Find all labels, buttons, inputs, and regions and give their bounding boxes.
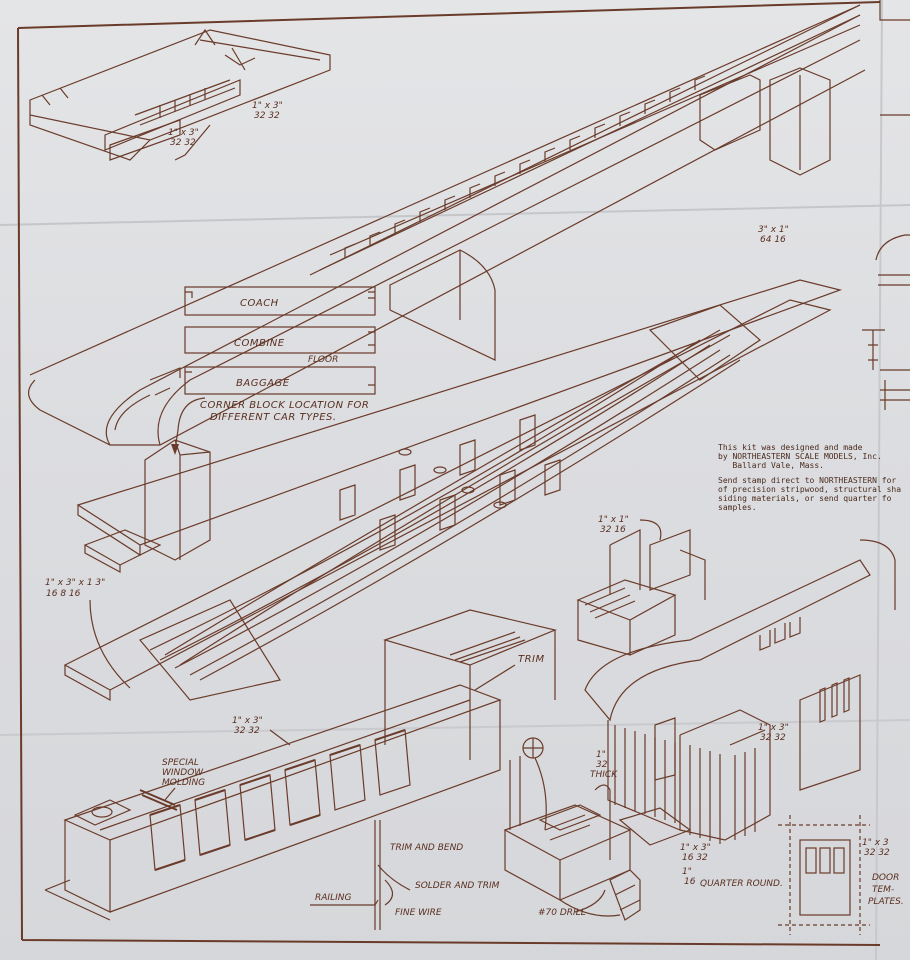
note-line-4: Send stamp direct to NORTHEASTERN for xyxy=(718,476,897,485)
label-baggage: BAGGAGE xyxy=(236,378,290,389)
label-trim: TRIM xyxy=(518,654,545,665)
label-door-2: TEM- xyxy=(872,885,894,895)
vestibule-assembly xyxy=(584,539,896,846)
fold-line xyxy=(875,0,883,960)
label-solder-and-trim: SOLDER AND TRIM xyxy=(415,881,500,891)
label-railing: RAILING xyxy=(315,893,351,903)
dim-label-1b: 32 32 xyxy=(254,111,280,121)
dim-label-10: 1" xyxy=(682,867,692,877)
dim-label-6: 1" x 3" xyxy=(232,716,263,726)
label-floor: FLOOR xyxy=(308,355,338,365)
label-special-1: SPECIAL xyxy=(162,758,199,768)
seat-detail xyxy=(576,529,706,656)
right-edge-details xyxy=(862,0,910,410)
note-line-2: by NORTHEASTERN SCALE MODELS, Inc. xyxy=(718,452,882,461)
dim-label-2: 1" x 3" xyxy=(168,128,199,138)
dim-label-7: 1" x 3" xyxy=(758,723,789,733)
label-thick: THICK xyxy=(590,770,618,780)
leader-line xyxy=(474,664,516,691)
dim-label-11: 1" x 3 xyxy=(862,838,889,848)
note-line-7: samples. xyxy=(718,503,757,512)
dim-label-10b: 16 xyxy=(684,877,696,887)
railing-detail xyxy=(310,820,411,930)
note-line-1: This kit was designed and made xyxy=(718,443,863,452)
leader-line xyxy=(174,397,206,451)
leader-line xyxy=(269,729,291,746)
dim-label-8b: 32 xyxy=(596,760,608,770)
label-drill: #70 DRILL xyxy=(538,908,586,918)
label-coach: COACH xyxy=(240,298,279,309)
note-line-3: Ballard Vale, Mass. xyxy=(718,461,824,470)
dim-label-4: 1" x 3" x 1 3" xyxy=(45,578,105,588)
leader-line xyxy=(89,599,131,689)
platform-steps xyxy=(503,737,641,921)
leader-line xyxy=(174,124,211,161)
dim-label-3: 3" x 1" xyxy=(758,225,789,235)
label-special-3: MOLDING xyxy=(162,778,205,788)
label-door-1: DOOR xyxy=(872,873,899,883)
leader-line xyxy=(574,889,606,913)
note-line-5: of precision stripwood, structural sha xyxy=(718,485,902,494)
dim-label-11b: 32 32 xyxy=(864,848,890,858)
label-door-3: PLATES. xyxy=(868,897,904,907)
dim-label-4b: 16 8 16 xyxy=(46,589,81,599)
dim-label-3b: 64 16 xyxy=(760,235,786,245)
roof-end-detail xyxy=(29,28,331,161)
label-corner-block-1: CORNER BLOCK LOCATION FOR xyxy=(200,400,369,411)
dim-label-9: 1" x 3" xyxy=(680,843,711,853)
dim-label-7b: 32 32 xyxy=(760,733,786,743)
dim-label-1: 1" x 3" xyxy=(252,101,283,111)
fold-line xyxy=(0,719,910,736)
underframe-truss xyxy=(63,299,832,702)
fold-line xyxy=(0,204,910,226)
label-quarter-round: QUARTER ROUND. xyxy=(700,879,783,889)
window-frame-strip xyxy=(44,684,502,921)
label-combine: COMBINE xyxy=(234,338,285,349)
door-templates xyxy=(778,815,870,935)
dim-label-8: 1" xyxy=(596,750,606,760)
label-corner-block-2: DIFFERENT CAR TYPES. xyxy=(210,412,337,423)
dim-label-6b: 32 32 xyxy=(234,726,260,736)
note-line-6: siding materials, or send quarter fo xyxy=(718,494,892,503)
label-special-2: WINDOW xyxy=(162,768,204,778)
car-type-boxes xyxy=(184,286,376,395)
dim-label-2b: 32 32 xyxy=(170,138,196,148)
floor-assembly xyxy=(76,279,843,574)
dim-label-5b: 32 16 xyxy=(600,525,626,535)
label-trim-and-bend: TRIM AND BEND xyxy=(390,843,463,853)
drawing-border xyxy=(17,1,881,946)
floor-plate xyxy=(383,609,557,760)
car-roof-section xyxy=(28,4,866,446)
dim-label-5: 1" x 1" xyxy=(598,515,629,525)
label-fine-wire: FINE WIRE xyxy=(395,908,442,918)
leader-line xyxy=(639,519,662,541)
dim-label-9b: 16 32 xyxy=(682,853,708,863)
leader-line xyxy=(164,787,176,801)
